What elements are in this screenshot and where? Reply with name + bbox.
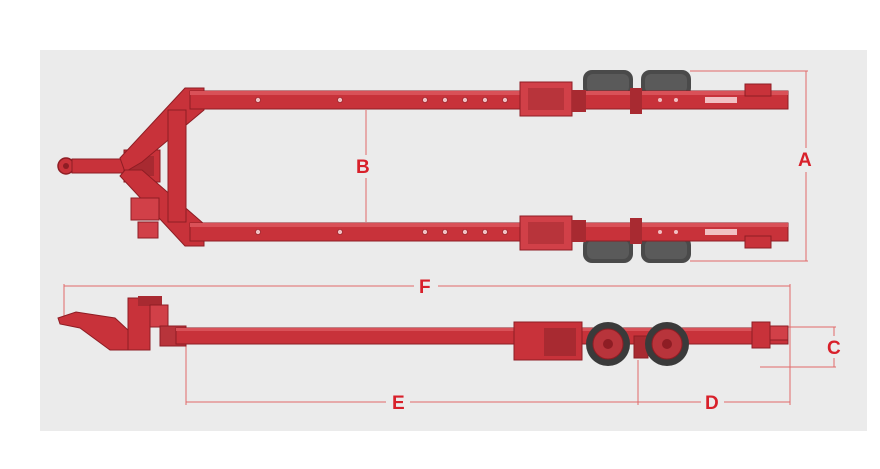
dimension-label-b: B — [356, 157, 370, 178]
a-frame-lower-arm — [119, 169, 205, 247]
dimension-lines-top — [365, 70, 808, 262]
suspension-side — [513, 321, 649, 361]
wheel-side-front — [586, 322, 630, 366]
side-view-trailer: F C E D — [57, 277, 841, 414]
dimension-label-a: A — [798, 150, 812, 171]
tires-top — [583, 70, 691, 263]
dimension-label-e: E — [392, 393, 405, 414]
dimension-label-d: D — [705, 393, 719, 414]
rear-end-side — [751, 321, 789, 349]
hitch-side — [57, 296, 187, 351]
rail-holes-top — [255, 97, 508, 235]
rear-details-top — [658, 83, 772, 249]
top-view-trailer: B A — [57, 70, 812, 263]
wheel-side-rear — [645, 322, 689, 366]
dimension-lines-side — [63, 284, 836, 405]
dimension-label-c: C — [827, 338, 841, 359]
dimension-label-f: F — [419, 277, 431, 298]
suspension-top — [519, 81, 642, 251]
